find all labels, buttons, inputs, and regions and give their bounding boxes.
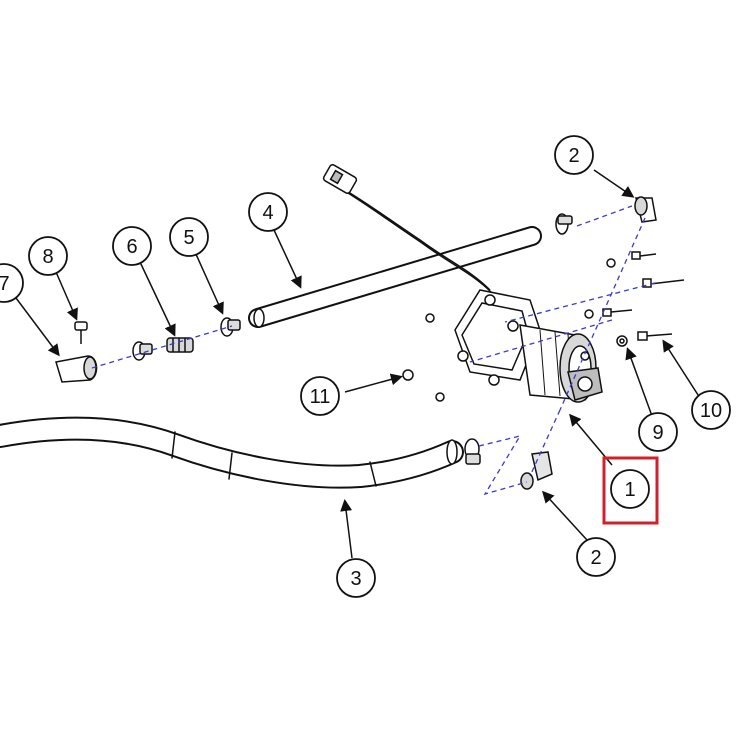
wire-harness <box>322 164 493 294</box>
fitting-part-6 <box>166 337 194 353</box>
callout-label: 2 <box>568 145 579 167</box>
callout-label: 4 <box>262 202 273 224</box>
callout-circle <box>554 135 594 175</box>
leader-lines <box>15 169 701 559</box>
bolts <box>602 251 685 347</box>
callout-label: 7 <box>0 273 10 295</box>
hose-clamp-lower <box>464 438 481 465</box>
callout-label: 10 <box>700 400 722 422</box>
callout-circle <box>610 469 650 509</box>
callout-c8: 8 <box>28 236 68 276</box>
callout-circle <box>576 537 616 577</box>
highlight-box <box>602 456 659 525</box>
callout-c7: 7 <box>0 263 24 303</box>
elbow-fitting-top <box>634 196 657 223</box>
tube-part-4 <box>248 226 542 328</box>
nuts <box>402 258 616 402</box>
callout-c3: 3 <box>336 558 376 598</box>
callout-circle <box>28 236 68 276</box>
screw-part-8 <box>74 321 88 344</box>
callout-label: 9 <box>652 422 663 444</box>
callout-c4: 4 <box>248 192 288 232</box>
callout-circle <box>112 226 152 266</box>
clamp-left <box>132 341 153 361</box>
fitting-part-7 <box>55 355 98 383</box>
callout-circle <box>0 263 24 303</box>
callout-label: 3 <box>350 568 361 590</box>
callout-circle <box>248 192 288 232</box>
elbow-fitting-bottom <box>520 451 553 490</box>
callout-group: 1 2 2 3 4 5 6 7 8 9 10 11 <box>0 135 731 598</box>
hose-part-3 <box>0 416 464 489</box>
callout-c11: 11 <box>300 376 340 416</box>
callout-c9: 9 <box>638 412 678 452</box>
callout-circle <box>300 376 340 416</box>
callout-c2b: 2 <box>576 537 616 577</box>
assembly-dashed-lines <box>91 205 656 496</box>
callout-c6: 6 <box>112 226 152 266</box>
callout-c2a: 2 <box>554 135 594 175</box>
callout-c5: 5 <box>169 217 209 257</box>
clamp-part-5 <box>220 317 241 337</box>
callout-label: 6 <box>126 236 137 258</box>
callout-circle <box>336 558 376 598</box>
callout-circle <box>691 390 731 430</box>
callout-label: 2 <box>590 547 601 569</box>
pump-part-1 <box>454 289 603 403</box>
callout-label: 11 <box>310 386 331 408</box>
callout-label: 5 <box>183 227 194 249</box>
callout-circle <box>638 412 678 452</box>
callout-c1: 1 <box>610 469 650 509</box>
callout-c10: 10 <box>691 390 731 430</box>
callout-label: 1 <box>624 479 635 501</box>
callout-circle <box>169 217 209 257</box>
callout-label: 8 <box>42 246 53 268</box>
clamp-top <box>555 213 573 235</box>
